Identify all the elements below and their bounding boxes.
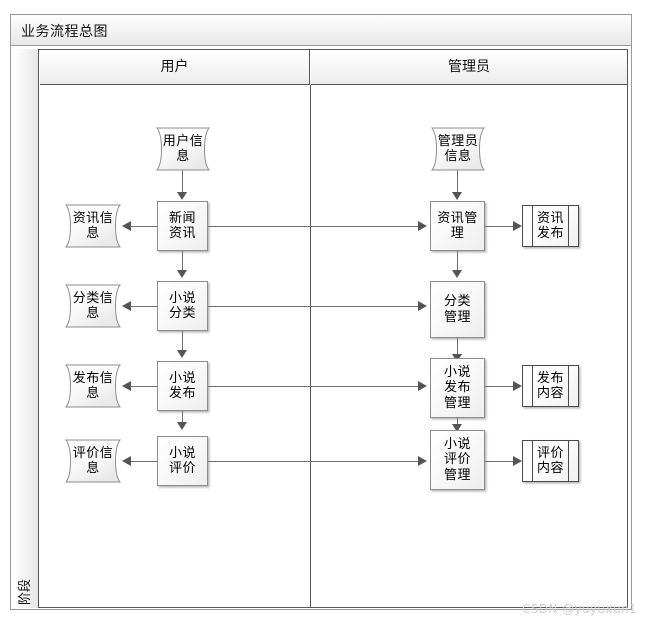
node-doc-news[interactable]: 资讯信息 — [57, 203, 129, 249]
connector-publish-doc — [130, 386, 157, 387]
connector-admininfo-newsmanage — [457, 170, 458, 194]
connector-news-doc — [130, 226, 157, 227]
node-novel-publish[interactable]: 小说发布 — [157, 361, 208, 411]
arrow-review-doc — [122, 456, 131, 466]
arrow-category-doc — [122, 301, 131, 311]
node-doc-publish[interactable]: 发布信息 — [57, 363, 129, 409]
phase-label: 阶段 — [18, 579, 33, 606]
connector-categorymanage-publishmanage — [457, 338, 458, 358]
connector-category-doc — [130, 306, 157, 307]
node-news-info[interactable]: 新闻资讯 — [157, 201, 208, 251]
pool-phase-band: 阶段 — [14, 49, 39, 608]
node-label: 资讯发布 — [536, 210, 564, 241]
connector-news-newsmanage — [208, 226, 420, 227]
lane-header-admin: 管理员 — [311, 50, 627, 85]
arrow-publishmanage-reviewmanage — [452, 424, 462, 432]
node-category-manage[interactable]: 分类管理 — [430, 281, 485, 338]
arrow-category-categorymanage — [418, 301, 427, 311]
arrow-category-publish — [177, 350, 187, 358]
connector-category-categorymanage — [208, 306, 420, 307]
lane-divider — [310, 85, 311, 607]
node-label: 小说分类 — [168, 290, 196, 321]
node-out-publish[interactable]: 发布内容 — [522, 365, 579, 407]
connector-review-reviewmanage — [208, 461, 420, 462]
arrow-review-reviewmanage — [418, 456, 427, 466]
node-label: 管理员信息 — [437, 133, 479, 164]
arrow-admininfo-newsmanage — [452, 192, 462, 200]
swimlane-pool — [14, 49, 628, 608]
arrow-newsmanage-categorymanage — [452, 270, 462, 278]
node-doc-category[interactable]: 分类信息 — [57, 283, 129, 329]
arrow-news-doc — [122, 221, 131, 231]
node-novel-review[interactable]: 小说评价 — [157, 436, 208, 486]
arrow-publishmanage-outpublish — [513, 381, 522, 391]
node-label: 用户信息 — [162, 133, 204, 164]
connector-category-publish — [182, 330, 183, 352]
node-label: 发布信息 — [72, 370, 114, 401]
connector-newsmanage-outnews — [485, 226, 517, 227]
connector-reviewmanage-outreview — [485, 461, 517, 462]
arrow-userinfo-news — [177, 192, 187, 200]
connector-review-doc — [130, 461, 157, 462]
arrow-newsmanage-outnews — [513, 221, 522, 231]
node-label: 新闻资讯 — [168, 210, 196, 241]
node-label: 小说评价管理 — [443, 437, 471, 483]
node-label: 分类管理 — [443, 294, 471, 325]
node-label: 评价内容 — [536, 445, 564, 476]
arrow-publish-publishmanage — [418, 381, 427, 391]
arrow-news-category — [177, 270, 187, 278]
arrow-publish-review — [177, 422, 187, 430]
node-novel-category[interactable]: 小说分类 — [157, 281, 208, 331]
node-doc-review[interactable]: 评价信息 — [57, 438, 129, 484]
connector-userinfo-news — [182, 170, 183, 194]
arrow-reviewmanage-outreview — [513, 456, 522, 466]
node-news-manage[interactable]: 资讯管理 — [430, 201, 485, 251]
node-label: 资讯信息 — [72, 210, 114, 241]
diagram-title-bar: 业务流程总图 — [11, 15, 631, 46]
arrow-publish-doc — [122, 381, 131, 391]
node-label: 分类信息 — [72, 290, 114, 321]
node-out-review[interactable]: 评价内容 — [522, 440, 579, 482]
connector-newsmanage-categorymanage — [457, 250, 458, 272]
node-publish-manage[interactable]: 小说发布管理 — [430, 358, 485, 418]
node-label: 评价信息 — [72, 445, 114, 476]
node-out-news[interactable]: 资讯发布 — [522, 205, 579, 247]
node-review-manage[interactable]: 小说评价管理 — [430, 430, 485, 490]
node-admin-info[interactable]: 管理员信息 — [423, 126, 493, 172]
arrow-news-newsmanage — [418, 221, 427, 231]
node-label: 发布内容 — [536, 370, 564, 401]
connector-news-category — [182, 250, 183, 272]
node-label: 资讯管理 — [437, 210, 478, 241]
node-label: 小说发布管理 — [443, 365, 471, 411]
lane-header-user: 用户 — [40, 50, 310, 85]
connector-publish-publishmanage — [208, 386, 420, 387]
node-user-info[interactable]: 用户信息 — [148, 126, 218, 172]
connector-publishmanage-outpublish — [485, 386, 517, 387]
connector-publish-review — [182, 410, 183, 424]
node-label: 小说发布 — [168, 370, 196, 401]
watermark: CSDN @yuyuxun1 — [522, 602, 637, 616]
node-label: 小说评价 — [168, 445, 196, 476]
page-title: 业务流程总图 — [21, 24, 108, 40]
